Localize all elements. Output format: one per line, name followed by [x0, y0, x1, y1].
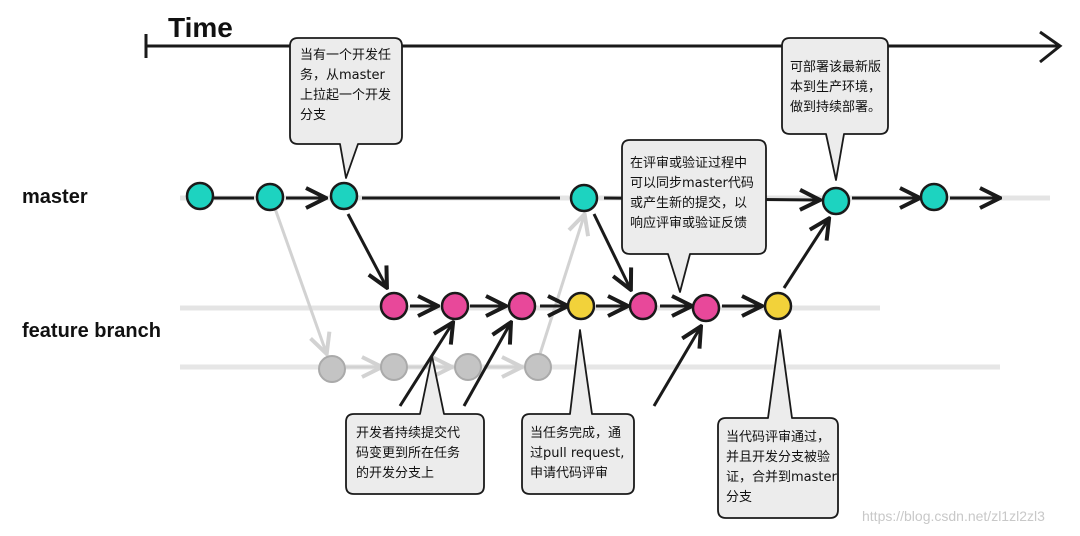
- callout-deploy: [781, 37, 889, 181]
- ghost-commit-2: [380, 353, 408, 381]
- callout-branch-off: [289, 37, 403, 179]
- callout-pull-request-text: 当任务完成，通 过pull request, 申请代码评审: [530, 426, 625, 481]
- master-commits: [185, 181, 949, 216]
- watermark: https://blog.csdn.net/zl1zl2zl3: [862, 508, 1045, 524]
- review-commit-2: [763, 291, 793, 321]
- feature-commit-5: [691, 293, 721, 323]
- time-axis: [144, 30, 1063, 64]
- feature-commit-1: [379, 291, 409, 321]
- callout-sync-master: [621, 139, 767, 293]
- callout-deploy-text: 可部署该最新版 本到生产环境， 做到持续部署。: [790, 60, 882, 115]
- callout-merge: [717, 329, 839, 519]
- master-commit-6: [919, 182, 949, 212]
- feature-commit-2: [440, 291, 470, 321]
- master-commit-2: [255, 182, 285, 212]
- review-commit-1: [566, 291, 596, 321]
- callout-bubbles: [289, 37, 889, 519]
- callout-merge-text: 当代码评审通过， 并且开发分支被验 证，合并到master 分支: [726, 430, 837, 505]
- master-lane-label: master: [22, 186, 88, 208]
- feature-commit-3: [507, 291, 537, 321]
- callout-continuous-commit: [345, 355, 485, 495]
- ghost-commits: [318, 353, 552, 383]
- feature-lane-label: feature branch: [22, 320, 161, 342]
- ghost-connections: [270, 199, 584, 367]
- callout-continuous-commit-text: 开发者持续提交代 码变更到所在任务 的开发分支上: [356, 426, 461, 481]
- callout-branch-off-text: 当有一个开发任 务，从master 上拉起一个开发 分支: [300, 48, 392, 123]
- feature-connections: [346, 213, 828, 407]
- callout-sync-master-text: 在评审或验证过程中 可以同步master代码 或产生新的提交，以 响应评审或验证…: [630, 156, 754, 231]
- master-commit-1: [185, 181, 215, 211]
- master-commit-3: [329, 181, 359, 211]
- ghost-commit-1: [318, 355, 346, 383]
- ghost-commit-4: [524, 353, 552, 381]
- feature-commits: [379, 291, 793, 323]
- master-commit-4: [569, 183, 599, 213]
- callout-pull-request: [521, 329, 635, 495]
- feature-commit-4: [628, 291, 658, 321]
- ghost-commit-3: [454, 353, 482, 381]
- time-axis-label: Time: [168, 12, 233, 43]
- master-commit-5: [821, 186, 851, 216]
